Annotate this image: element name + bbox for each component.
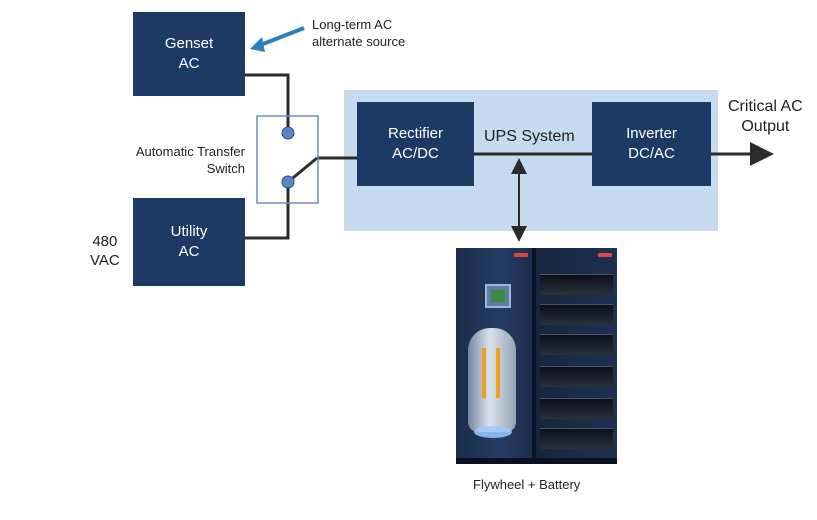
ats-label-line2: Switch [206, 161, 245, 176]
inverter-label-line1: Inverter [626, 125, 677, 142]
ats-label-line1: Automatic Transfer [135, 144, 245, 159]
genset-label-line2: AC [178, 55, 200, 72]
flywheel-battery-cabinet-icon [456, 248, 617, 464]
ats-contact-bottom [281, 175, 295, 189]
utility-voltage-label: 480 VAC [90, 232, 120, 270]
genset-box: Genset AC [133, 12, 245, 96]
rectifier-label-line1: Rectifier [387, 125, 443, 142]
battery-shelf [540, 366, 613, 387]
cabinet-logo-right [598, 253, 612, 257]
ups-system-label: UPS System [484, 128, 575, 145]
flywheel-icon [468, 328, 516, 432]
ats-contact-top [281, 126, 295, 140]
battery-shelf [540, 274, 613, 295]
critical-output-label: Critical AC Output [728, 97, 803, 137]
utility-voltage-line2: VAC [90, 252, 120, 269]
utility-label-line2: AC [178, 243, 200, 260]
utility-label-line1: Utility [170, 223, 208, 240]
battery-shelf [540, 304, 613, 325]
long-term-ac-line1: Long-term AC [312, 17, 393, 32]
long-term-ac-label: Long-term AC alternate source [312, 16, 405, 50]
utility-feed-wire [245, 182, 290, 240]
long-term-ac-line2: alternate source [312, 34, 406, 49]
rectifier-label-line2: AC/DC [392, 145, 439, 162]
cabinet-logo-left [514, 253, 528, 257]
battery-shelf [540, 398, 613, 419]
battery-shelf [540, 334, 613, 355]
inverter-box: Inverter DC/AC [592, 102, 711, 186]
long-term-source-arrowhead [250, 37, 265, 52]
control-display-icon [485, 284, 511, 308]
flywheel-battery-label: Flywheel + Battery [473, 477, 581, 492]
cabinet-divider [532, 248, 536, 464]
cabinet-base [456, 458, 617, 464]
flywheel-rotor-left [482, 348, 486, 398]
genset-label-line1: Genset [164, 35, 214, 52]
rectifier-box: Rectifier AC/DC [357, 102, 474, 186]
critical-output-line1: Critical AC [728, 98, 803, 115]
flywheel-glow [474, 426, 512, 438]
flywheel-rotor-right [496, 348, 500, 398]
inverter-label-line2: DC/AC [628, 145, 675, 162]
genset-feed-wire [245, 73, 290, 133]
utility-box: Utility AC [133, 198, 245, 286]
critical-output-line2: Output [741, 118, 790, 135]
ats-label: Automatic Transfer Switch [112, 143, 245, 177]
long-term-source-arrow [257, 26, 305, 48]
utility-voltage-line1: 480 [92, 233, 118, 250]
ats-frame [256, 115, 319, 204]
battery-shelf [540, 428, 613, 449]
